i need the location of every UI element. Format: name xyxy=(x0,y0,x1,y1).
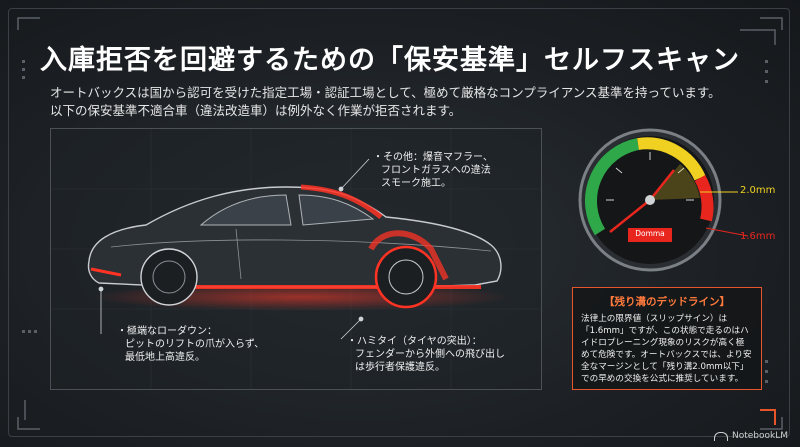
intro-line-1: オートバックスは国から認可を受けた指定工場・認証工場として、極めて厳格なコンプラ… xyxy=(50,85,721,100)
callout-hamitai-line-1: ・ハミタイ（タイヤの突出）： xyxy=(347,336,482,347)
gauge-label-1-6mm: 1.6mm xyxy=(740,231,776,242)
gauge-dial xyxy=(578,128,749,272)
intro-line-2: 以下の保安基準不適合車（違法改造車）は例外なく作業が拒否されます。 xyxy=(50,103,462,118)
tread-deadline-line-1: 法律上の限界値（スリップサイン）は xyxy=(581,314,728,324)
callout-other-line-2: フロントガラスへの違法 xyxy=(381,165,491,176)
outer-frame xyxy=(8,8,790,437)
car-wireframe-illustration xyxy=(51,129,541,389)
notebooklm-logo-text: NotebookLM xyxy=(731,431,788,441)
gauge-center-label: Domma xyxy=(635,229,665,238)
notebooklm-logo-icon xyxy=(713,431,728,441)
notebooklm-logo: NotebookLM xyxy=(713,431,788,441)
callout-lowdown-line-1: ・極端なローダウン： xyxy=(117,326,217,337)
car-illustration-panel: ・その他：爆音マフラー、 フロントガラスへの違法 スモーク施工。 ・極端なローダ… xyxy=(50,128,542,390)
callout-hamitai-line-3: は歩行者保護違反。 xyxy=(355,362,445,373)
callout-lowdown-line-2: ピットのリフトの爪が入らず、 xyxy=(125,339,265,350)
callout-other-line-1: ・その他：爆音マフラー、 xyxy=(373,152,493,163)
tread-deadline-line-3: イドロプレーニング現象のリスクが高く極 xyxy=(581,338,745,348)
tread-deadline-body: 法律上の限界値（スリップサイン）は 「1.6mm」ですが、この状態で走るのはハ … xyxy=(581,313,753,385)
page-title: 入庫拒否を回避するための「保安基準」セルフスキャン xyxy=(40,45,740,76)
callout-other-line-3: スモーク施工。 xyxy=(381,178,451,189)
callout-hamitai: ・ハミタイ（タイヤの突出）： フェンダーから外側への飛び出し は歩行者保護違反。 xyxy=(347,335,505,374)
tread-deadline-line-5: 全なマージンとして「残り溝2.0mm以下」 xyxy=(581,362,749,372)
intro-text: オートバックスは国から認可を受けた指定工場・認証工場として、極めて厳格なコンプラ… xyxy=(50,84,770,120)
tread-deadline-line-2: 「1.6mm」ですが、この状態で走るのはハ xyxy=(581,326,749,336)
tread-depth-gauge: Domma 2.0mm 1.6mm xyxy=(560,120,780,280)
gauge-label-2mm: 2.0mm xyxy=(740,185,776,196)
callout-lowdown: ・極端なローダウン： ピットのリフトの爪が入らず、 最低地上高違反。 xyxy=(117,325,264,364)
tread-deadline-box: 【残り溝のデッドライン】 法律上の限界値（スリップサイン）は 「1.6mm」です… xyxy=(572,287,762,390)
callout-other-violations: ・その他：爆音マフラー、 フロントガラスへの違法 スモーク施工。 xyxy=(373,151,493,190)
callout-lowdown-line-3: 最低地上高違反。 xyxy=(125,352,205,363)
tread-deadline-title: 【残り溝のデッドライン】 xyxy=(604,296,730,308)
callout-hamitai-line-2: フェンダーから外側への飛び出し xyxy=(355,349,505,360)
tread-deadline-line-6: での早めの交換を公式に推奨しています。 xyxy=(581,374,744,384)
tread-deadline-line-4: めて危険です。オートバックスでは、より安 xyxy=(581,350,752,360)
